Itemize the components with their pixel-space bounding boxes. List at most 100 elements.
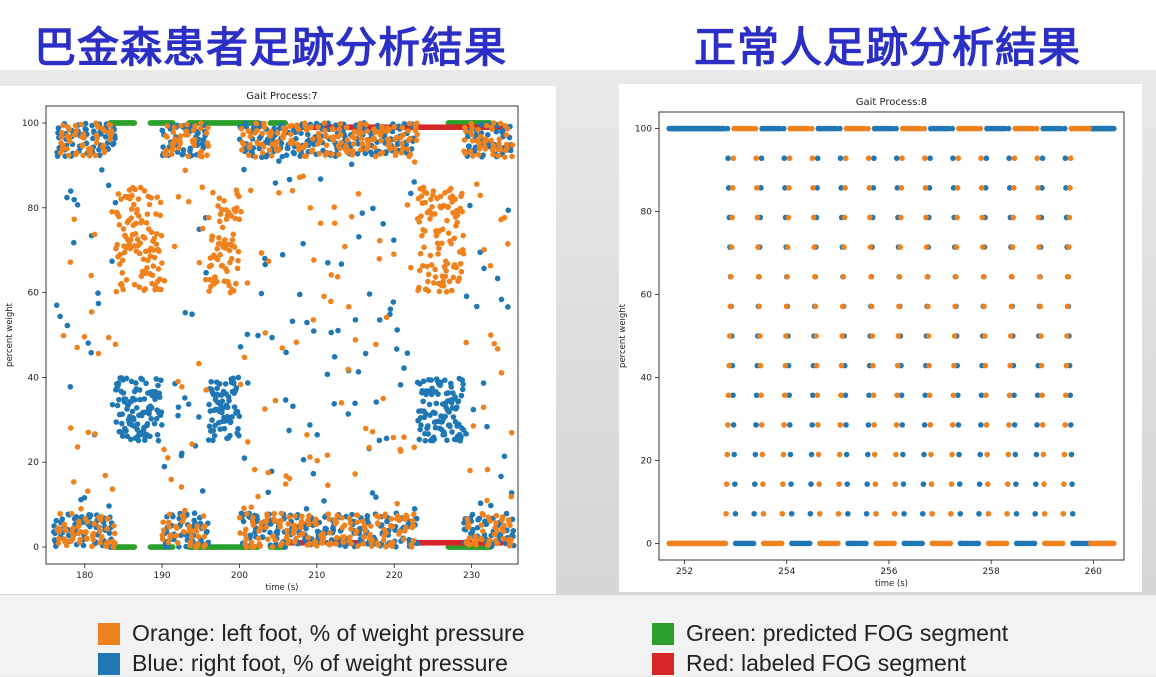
right-ytick-label: 40 [641, 373, 653, 383]
orange-point [131, 281, 138, 288]
blue-point [206, 401, 212, 408]
blue-point [407, 190, 414, 197]
orange-point [473, 542, 479, 548]
orange-point [1039, 422, 1046, 428]
orange-point [84, 536, 90, 542]
orange-point [758, 392, 764, 399]
blue-point [732, 481, 738, 487]
orange-point [1064, 333, 1070, 339]
orange-point [432, 266, 438, 273]
blue-point [373, 494, 379, 500]
orange-point [468, 131, 475, 138]
orange-point [63, 538, 69, 544]
blue-point [889, 125, 896, 132]
orange-point [55, 540, 62, 546]
blue-point [449, 429, 455, 435]
orange-point [202, 542, 209, 548]
orange-point [454, 212, 461, 218]
orange-point [134, 206, 140, 213]
orange-point [465, 520, 472, 526]
blue-point [195, 130, 201, 137]
orange-point [893, 451, 899, 458]
orange-point [258, 520, 264, 526]
orange-point [310, 317, 317, 323]
orange-point [371, 144, 378, 151]
orange-point [250, 522, 257, 528]
orange-point [1065, 273, 1071, 280]
orange-point [285, 520, 292, 527]
blue-point [1013, 481, 1019, 487]
orange-point [497, 147, 504, 153]
blue-point [422, 437, 429, 444]
blue-point [221, 425, 228, 432]
orange-point [341, 534, 347, 540]
orange-point [416, 284, 422, 291]
orange-point [375, 521, 381, 527]
orange-point [868, 273, 874, 280]
orange-point [376, 514, 382, 520]
orange-point [178, 123, 184, 129]
orange-point [272, 397, 279, 404]
blue-point [102, 134, 109, 140]
blue-point [130, 416, 137, 423]
orange-point [352, 471, 358, 477]
blue-point [730, 392, 736, 399]
orange-point [478, 522, 485, 528]
orange-point [413, 120, 420, 127]
blue-point [484, 423, 490, 430]
orange-point [500, 528, 507, 535]
orange-point [786, 185, 792, 191]
orange-point [330, 126, 336, 133]
orange-point [497, 120, 504, 127]
orange-point [247, 141, 253, 148]
orange-point [251, 543, 258, 550]
blue-point [390, 237, 397, 243]
orange-point [391, 251, 397, 257]
orange-point [115, 191, 122, 197]
blue-point [304, 319, 310, 326]
orange-point [1110, 540, 1117, 547]
orange-point [726, 362, 732, 369]
blue-point [229, 414, 235, 420]
orange-point [486, 537, 493, 543]
orange-point [465, 524, 472, 530]
blue-point [269, 334, 275, 341]
orange-point [182, 507, 188, 514]
blue-point [809, 422, 815, 428]
orange-point [116, 222, 123, 228]
blue-point [240, 518, 247, 525]
orange-point [136, 284, 143, 290]
orange-point [217, 251, 223, 258]
blue-point [498, 473, 504, 480]
legend-swatch-blue [98, 653, 120, 675]
orange-point [390, 434, 397, 441]
blue-point [310, 470, 317, 477]
orange-point [307, 454, 313, 460]
blue-point [450, 414, 457, 420]
blue-point [234, 408, 241, 415]
orange-point [271, 518, 278, 525]
orange-point [444, 217, 450, 224]
orange-point [217, 211, 224, 217]
orange-point [342, 243, 348, 250]
orange-point [780, 451, 787, 458]
orange-point [164, 123, 171, 129]
orange-point [805, 125, 811, 132]
orange-point [353, 528, 360, 534]
orange-point [56, 535, 62, 542]
blue-point [871, 155, 877, 162]
orange-point [1062, 392, 1069, 399]
orange-point [355, 190, 362, 197]
orange-point [421, 244, 427, 251]
orange-point [494, 540, 501, 547]
orange-point [1007, 362, 1013, 369]
blue-point [369, 490, 376, 496]
orange-point [74, 344, 80, 351]
orange-point [168, 533, 174, 539]
orange-point [235, 257, 241, 264]
blue-point [279, 251, 286, 258]
blue-point [307, 422, 313, 428]
orange-point [411, 511, 417, 518]
blue-point [278, 140, 285, 147]
orange-point [144, 265, 150, 271]
